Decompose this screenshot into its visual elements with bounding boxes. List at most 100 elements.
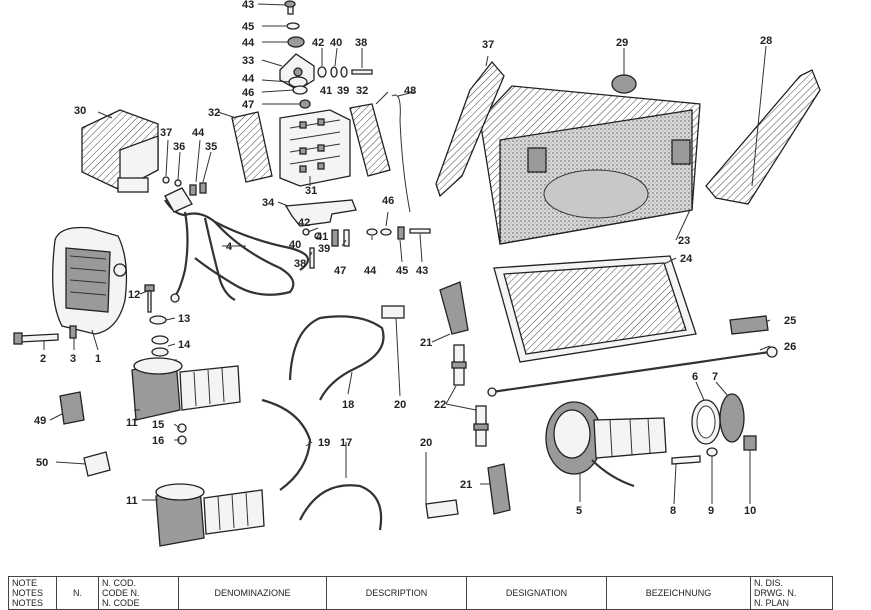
callout-37-regulator: 37 (160, 127, 172, 139)
callout-13: 13 (178, 313, 190, 325)
callout-42-top: 42 (312, 37, 324, 49)
exploded-parts-diagram: 2 3 1 12 13 14 30 37 36 44 35 43 45 44 3… (13, 0, 821, 547)
leader-lines (43, 3, 771, 505)
callout-12: 12 (128, 289, 140, 301)
battery-cap-part (611, 74, 637, 94)
battery-strap-right-part (705, 69, 821, 205)
washer-9-part (706, 447, 718, 457)
spark-plug-cap-upper-part (439, 281, 469, 335)
callout-41-lower: 41 (316, 231, 328, 243)
callout-44-top: 44 (242, 37, 255, 49)
fuse-cover-right-part (349, 103, 391, 177)
connector-49-part (59, 391, 85, 425)
coil-lead-part (261, 398, 312, 491)
plug-cap-lower-part (425, 499, 459, 519)
callout-14: 14 (178, 339, 191, 351)
callout-23: 23 (678, 235, 690, 247)
callout-34: 34 (262, 197, 275, 209)
callout-20-lower: 20 (420, 437, 432, 449)
callout-22: 22 (434, 399, 446, 411)
callout-36: 36 (173, 141, 185, 153)
column-denominazione: DENOMINAZIONE (178, 576, 327, 610)
callout-50: 50 (36, 457, 48, 469)
spark-plug-cap-lower-part (487, 463, 511, 515)
bracket-part (284, 199, 357, 227)
column-code: N. COD. CODE N. N. CODE (98, 576, 179, 610)
nut-10-part (743, 435, 757, 451)
battery-part (479, 85, 701, 245)
callout-5: 5 (576, 505, 582, 517)
callout-11-lower: 11 (126, 495, 138, 507)
alternator-part (52, 226, 128, 335)
ring-part (691, 399, 721, 445)
callout-43-top: 43 (242, 0, 254, 11)
ignition-coil-upper-part (131, 357, 241, 421)
lower-fasteners-part (302, 226, 431, 269)
spark-plugs-part (451, 344, 489, 447)
callout-46-top: 46 (242, 87, 254, 99)
parts-table-header: NOTE NOTES NOTES N. N. COD. CODE N. N. C… (8, 576, 833, 610)
spacer-part (151, 335, 169, 357)
callout-3: 3 (70, 353, 76, 365)
callout-39-top: 39 (337, 85, 349, 97)
callout-38-top: 38 (355, 37, 367, 49)
column-designation: DESIGNATION (466, 576, 607, 610)
callout-8: 8 (670, 505, 676, 517)
callout-15: 15 (152, 419, 164, 431)
fuse-box-part (279, 109, 351, 187)
callout-49: 49 (34, 415, 46, 427)
callout-30: 30 (74, 105, 86, 117)
column-notes: NOTE NOTES NOTES (8, 576, 57, 610)
callout-29: 29 (616, 37, 628, 49)
battery-strap-left-part (435, 60, 505, 198)
callout-43-lower: 43 (416, 265, 428, 277)
fuse-cover-left-part (231, 111, 273, 183)
column-number: N. (56, 576, 99, 610)
callout-6: 6 (692, 371, 698, 383)
callout-9: 9 (708, 505, 714, 517)
callout-21-lower: 21 (460, 479, 472, 491)
lead-part (299, 484, 383, 531)
callout-7: 7 (712, 371, 718, 383)
column-drawing-number: N. DIS. DRWG. N. N. PLAN (750, 576, 833, 610)
callout-16: 16 (152, 435, 164, 447)
battery-tray-part (493, 255, 697, 363)
callout-47-top: 47 (242, 99, 254, 111)
callout-32-right: 32 (356, 85, 368, 97)
callout-37-battery: 37 (482, 39, 494, 51)
callout-19: 19 (318, 437, 330, 449)
callout-39-lower: 39 (318, 243, 330, 255)
ignition-coil-lower-part (155, 483, 265, 547)
callout-25: 25 (784, 315, 796, 327)
callout-48: 48 (404, 85, 416, 97)
callout-24: 24 (680, 253, 693, 265)
callout-44-lower: 44 (364, 265, 377, 277)
callout-20-upper: 20 (394, 399, 406, 411)
wiring-harness-part (164, 187, 310, 303)
regulator-part (81, 109, 159, 193)
small-hardware (162, 176, 207, 196)
callout-41-top: 41 (320, 85, 332, 97)
callout-2: 2 (40, 353, 46, 365)
callout-32-left: 32 (208, 107, 220, 119)
callout-31: 31 (305, 185, 317, 197)
callout-40-lower: 40 (289, 239, 301, 251)
plug-cap-part (381, 305, 405, 319)
callout-35: 35 (205, 141, 217, 153)
callout-21-upper: 21 (420, 337, 432, 349)
cover-part (719, 393, 745, 443)
nut-part (149, 315, 167, 325)
callout-42-lower: 42 (298, 217, 310, 229)
grommet-part (729, 315, 769, 335)
coil-small-parts (177, 423, 187, 445)
connector-50-part (83, 451, 111, 477)
screw-part (144, 284, 155, 313)
distributor-part (545, 401, 667, 488)
callout-33: 33 (242, 55, 254, 67)
callout-28: 28 (760, 35, 772, 47)
callout-47-lower: 47 (334, 265, 346, 277)
strap-part (391, 94, 411, 213)
callout-40-top: 40 (330, 37, 342, 49)
callout-18: 18 (342, 399, 354, 411)
callout-4: 4 (226, 241, 233, 253)
